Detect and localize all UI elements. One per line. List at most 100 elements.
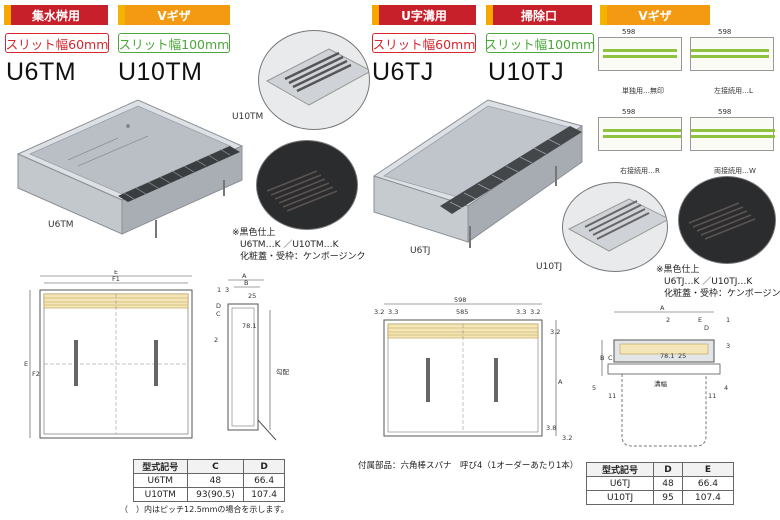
detail-photo-silver-left	[258, 30, 370, 130]
groove-width-label: 溝幅	[654, 379, 668, 388]
spec-table-left: 型式記号 C D U6TM 48 66.4 U10TM 93(90.5) 107…	[133, 459, 285, 502]
photo-label-u6tj: U6TJ	[410, 246, 431, 256]
dim-78: 78.1	[242, 322, 256, 330]
variant-diagram-single	[598, 37, 682, 71]
callout-1-right: 1	[726, 316, 730, 324]
variant-label: 両接続用…W	[714, 167, 756, 175]
photo-label-u10tj: U10TJ	[536, 262, 563, 272]
tag-bar	[372, 5, 379, 25]
model-u6tj: U6TJ	[372, 58, 434, 86]
table-header: D	[243, 459, 285, 474]
u6tj-product-image	[372, 99, 584, 248]
model-u10tj: U10TJ	[488, 58, 565, 86]
table-header: 型式記号	[133, 459, 188, 474]
note-line: ※黒色仕上	[232, 228, 276, 238]
table-cell: 93(90.5)	[186, 487, 245, 502]
dim-11-right: 11	[708, 392, 716, 400]
table-row: U10TM 93(90.5) 107.4	[133, 487, 285, 502]
dim-32-a: 3.2	[374, 308, 384, 316]
callout-4-right: 4	[724, 384, 728, 392]
table-cell: 107.4	[243, 487, 285, 502]
pill-slit-60: スリット幅60mm	[5, 33, 109, 53]
variant-label: 左接続用…L	[714, 87, 753, 95]
variant-diagram-left	[690, 37, 774, 71]
model-u6tm: U6TM	[6, 58, 77, 86]
table-cell: 66.4	[681, 476, 735, 491]
tag-label: U字溝用	[401, 8, 447, 23]
detail-photo-silver-right	[562, 182, 668, 272]
model-u10tm: U10TM	[118, 58, 203, 86]
dim-33-b: 3.3	[516, 308, 526, 316]
dim-25-right: 25	[678, 352, 686, 360]
tag-cleanout: 掃除口	[486, 5, 592, 25]
table-footnote-left: （ ）内はピッチ12.5mmの場合を示します。	[120, 505, 289, 514]
table-row: U6TM 48 66.4	[133, 473, 285, 488]
detail-photo-black-right	[678, 176, 776, 264]
dim-f1: F1	[112, 275, 120, 283]
slope-label: 勾配	[276, 367, 290, 376]
dim-a-top: A	[660, 304, 665, 312]
table-cell: U10TJ	[585, 490, 655, 505]
dim-38: 3.8	[546, 424, 556, 432]
dim-b: B	[244, 279, 248, 287]
tag-bar	[600, 5, 607, 25]
tag-v-giza-right: Vギザ	[600, 5, 710, 25]
tag-bar	[486, 5, 493, 25]
dim-d-top: D	[704, 324, 709, 332]
dim-e-top: E	[698, 316, 702, 324]
variant-width: 598	[718, 108, 732, 116]
table-cell: U6TM	[133, 473, 188, 488]
dim-32-b: 3.2	[530, 308, 540, 316]
callout-5-right: 5	[592, 384, 596, 392]
dim-e: E	[114, 270, 118, 276]
u6tj-plan-drawing: 598 3.2 3.3 585 3.3 3.2 3.2 A 3.8 3.2	[374, 296, 572, 442]
dim-c-right: C	[608, 354, 613, 362]
dim-d: D	[216, 302, 221, 310]
table-cell: 48	[653, 476, 683, 491]
dim-f2: F2	[32, 370, 40, 378]
photo-label-u6tm: U6TM	[48, 220, 74, 230]
table-cell: 95	[653, 490, 683, 505]
dim-598: 598	[454, 296, 466, 304]
tag-u-ditch: U字溝用	[372, 5, 476, 25]
callout-2-right: 2	[666, 316, 670, 324]
dim-585: 585	[456, 308, 468, 316]
table-cell: U10TM	[133, 487, 188, 502]
variant-diagram-right	[598, 117, 682, 151]
u6tm-plan-drawing: E F1 E F2 A B 1 3 2 25 78.1 C D 勾配	[24, 270, 290, 441]
pill-slit-100: スリット幅100mm	[118, 33, 230, 53]
accessory-note: 付属部品：六角棒スパナ 呼び4（1オーダーあたり1本）	[358, 461, 579, 471]
finish-note-right: ※黒色仕上 U6TJ…K ／U10TJ…K 化粧蓋・受枠：ケンボージンク	[656, 264, 780, 300]
table-row: U6TJ 48 66.4	[585, 476, 735, 491]
variant-label: 単独用…無印	[622, 87, 664, 95]
note-line: 化粧蓋・受枠：ケンボージンク	[240, 252, 366, 262]
note-line: U6TM…K ／U10TM…K	[240, 240, 339, 250]
detail-photo-black-left	[256, 140, 358, 230]
table-cell: 66.4	[243, 473, 285, 488]
table-cell: U6TJ	[585, 476, 655, 491]
tag-catch-basin: 集水桝用	[4, 5, 108, 25]
variant-width: 598	[622, 108, 636, 116]
variant-width: 598	[718, 28, 732, 36]
callout-2: 2	[214, 336, 218, 344]
table-header-row: 型式記号 C D	[133, 459, 285, 474]
callout-3: 3	[225, 286, 229, 294]
dim-e-vertical: E	[24, 360, 28, 368]
pill-slit-60-right: スリット幅60mm	[372, 33, 476, 53]
spec-table-right: 型式記号 D E U6TJ 48 66.4 U10TJ 95 107.4	[585, 462, 735, 505]
dim-11-left: 11	[608, 392, 616, 400]
table-header: E	[681, 462, 735, 477]
dim-32-d: 3.2	[562, 434, 572, 442]
variant-diagram-both	[690, 117, 775, 151]
variant-label: 右接続用…R	[620, 167, 660, 175]
tag-label: Vギザ	[638, 8, 672, 23]
dim-a: A	[242, 272, 247, 280]
note-line: 化粧蓋・受枠：ケンボージンク	[664, 289, 780, 299]
dim-33-a: 3.3	[388, 308, 398, 316]
photo-label-u10tm: U10TM	[232, 112, 264, 122]
dim-c: C	[216, 310, 221, 318]
pill-slit-100-right: スリット幅100mm	[485, 33, 595, 53]
dim-78-right: 78.1	[660, 352, 674, 360]
tag-bar	[4, 5, 11, 25]
tag-label: Vギザ	[157, 8, 191, 23]
